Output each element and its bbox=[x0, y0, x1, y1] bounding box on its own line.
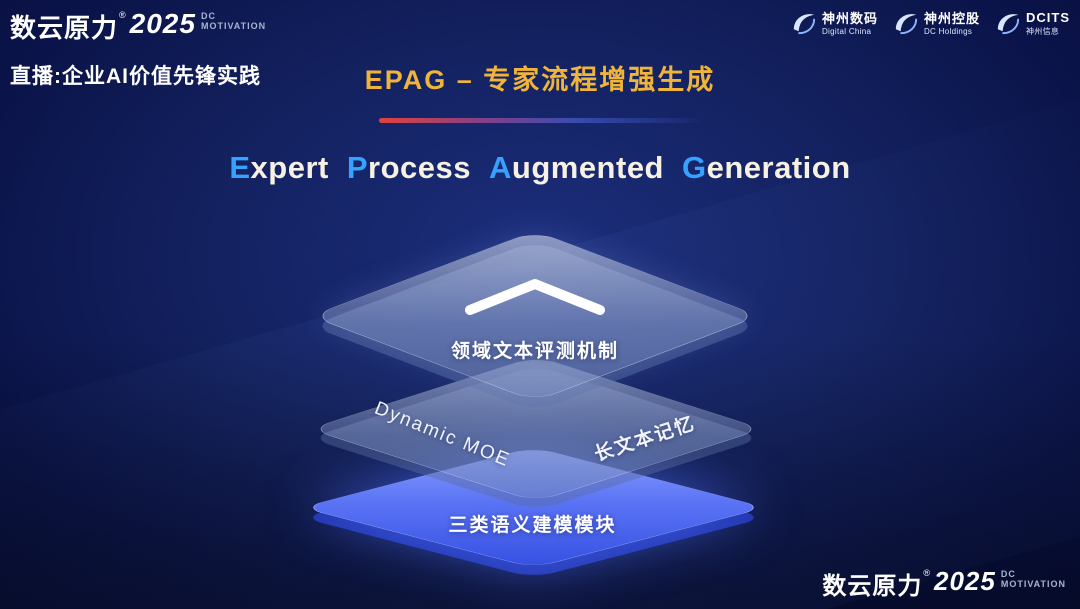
brand-sub-line2: MOTIVATION bbox=[200, 21, 267, 32]
layer-label-semantic-modeling: 三类语义建模模块 bbox=[448, 515, 617, 536]
diagram-layer-evaluation: 领域文本评测机制 bbox=[310, 230, 760, 412]
partner-subtitle: 神州信息 bbox=[1026, 26, 1060, 36]
brand-year: 2025 bbox=[129, 8, 196, 39]
partner-text: 神州控股 DC Holdings bbox=[924, 11, 980, 36]
brand-registered-mark: ® bbox=[923, 568, 930, 578]
partner-subtitle: DC Holdings bbox=[923, 26, 973, 36]
gradient-divider bbox=[379, 118, 701, 123]
brand-subtitle: DC MOTIVATION bbox=[1001, 569, 1066, 590]
title-word: Process bbox=[346, 150, 471, 185]
brand-name: 数云原力 bbox=[822, 573, 923, 600]
partner-subtitle: Digital China bbox=[821, 26, 872, 36]
swoosh-icon bbox=[793, 14, 816, 35]
partner-logo-dcits: DCITS 神州信息 bbox=[994, 10, 1070, 37]
brand-logo-top-left: 数云原力 ® 2025 DC MOTIVATION bbox=[10, 8, 266, 45]
partner-logo-digital-china: 神州数码 Digital China bbox=[790, 10, 878, 37]
partner-name: DCITS bbox=[1026, 10, 1070, 26]
brand-sub-line1: DC bbox=[200, 11, 216, 21]
partner-logos: 神州数码 Digital China 神州控股 DC Holdings DCIT… bbox=[790, 10, 1070, 37]
brand-registered-mark: ® bbox=[119, 10, 126, 20]
partner-text: 神州数码 Digital China bbox=[822, 11, 878, 36]
brand-year: 2025 bbox=[933, 566, 996, 596]
brand-sub-line2: MOTIVATION bbox=[1000, 579, 1066, 590]
live-label: 直播:企业AI价值先锋实践 bbox=[10, 65, 261, 88]
slide-title-en: Expert Process Augmented Generation bbox=[220, 150, 859, 186]
brand-logo-bottom-right: 数云原力 ® 2025 DC MOTIVATION bbox=[822, 566, 1066, 601]
slide-title-cn: EPAG – 专家流程增强生成 bbox=[364, 65, 716, 95]
brand-sub-line1: DC bbox=[1000, 569, 1016, 579]
title-word: Generation bbox=[682, 150, 851, 185]
layer-label-evaluation: 领域文本评测机制 bbox=[450, 341, 619, 362]
swoosh-icon bbox=[895, 14, 918, 35]
swoosh-icon bbox=[997, 14, 1020, 35]
partner-name: 神州数码 bbox=[821, 11, 878, 27]
partner-text: DCITS 神州信息 bbox=[1026, 10, 1070, 37]
brand-name: 数云原力 bbox=[10, 13, 119, 43]
brand-subtitle: DC MOTIVATION bbox=[201, 11, 266, 32]
title-word: Augmented bbox=[488, 150, 665, 185]
chevron-up-icon bbox=[465, 279, 605, 315]
partner-name: 神州控股 bbox=[923, 11, 980, 27]
diagram-layer-semantic-modeling: 三类语义建模模块 bbox=[300, 447, 766, 578]
title-word: Expert bbox=[229, 150, 329, 185]
partner-logo-dc-holdings: 神州控股 DC Holdings bbox=[892, 10, 980, 37]
